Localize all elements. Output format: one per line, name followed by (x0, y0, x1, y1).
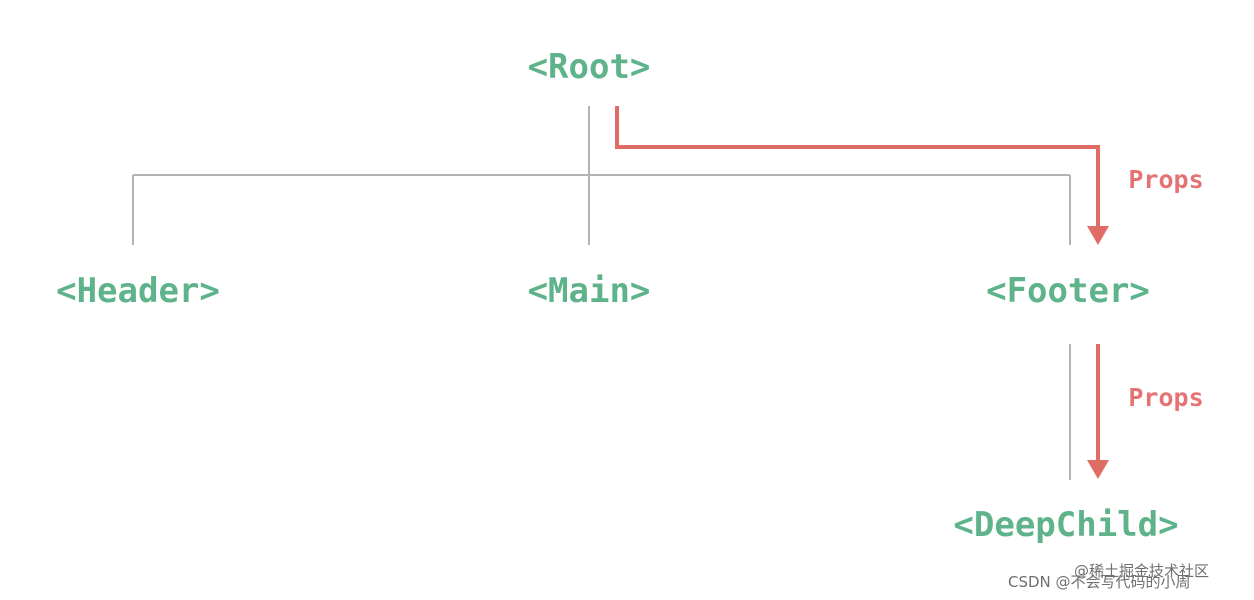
props-arrowhead-deepchild (1087, 460, 1109, 479)
props-label-1: Props (1128, 165, 1203, 194)
props-arrow-root-to-footer (615, 106, 1100, 228)
node-deep-child: <DeepChild> (953, 505, 1178, 545)
props-label-2: Props (1128, 383, 1203, 412)
node-main: <Main> (528, 271, 651, 311)
node-header: <Header> (56, 271, 220, 311)
props-arrowhead-footer (1087, 226, 1109, 245)
watermark-juejin: @稀土掘金技术社区 (1074, 562, 1210, 580)
node-root: <Root> (528, 47, 651, 87)
watermark-csdn: CSDN @不会写代码的小周 (1008, 573, 1191, 591)
node-footer: <Footer> (986, 271, 1150, 311)
